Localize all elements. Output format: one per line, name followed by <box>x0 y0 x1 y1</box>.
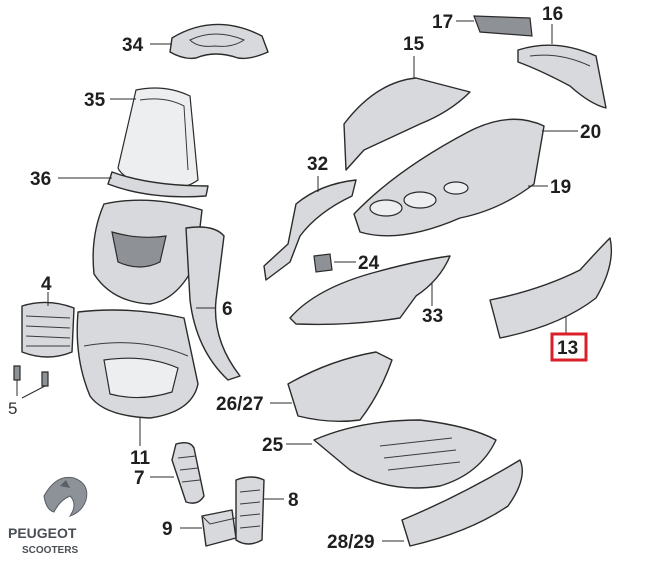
part-8-vent[interactable] <box>235 476 265 545</box>
part-13-rear-cover[interactable] <box>489 237 613 339</box>
label-9: 9 <box>162 519 173 540</box>
front-upper-panel[interactable] <box>92 199 203 305</box>
label-35: 35 <box>84 90 106 111</box>
label-15: 15 <box>403 34 425 55</box>
part-9-box[interactable] <box>201 509 237 547</box>
label-13: 13 <box>557 338 578 359</box>
label-11: 11 <box>130 448 151 469</box>
label-34: 34 <box>122 35 144 56</box>
label-32: 32 <box>307 154 328 175</box>
label-24: 24 <box>358 253 380 274</box>
label-33: 33 <box>422 306 443 327</box>
part-11-front-shield[interactable] <box>76 309 199 419</box>
label-20: 20 <box>580 122 601 143</box>
part-15-floor-tray[interactable] <box>343 77 471 171</box>
part-34-instrument-cover[interactable] <box>169 23 269 60</box>
part-26-27-inner-panel[interactable] <box>287 351 393 423</box>
lion-icon <box>43 476 88 517</box>
label-17: 17 <box>432 12 453 33</box>
part-6-leg-shield[interactable] <box>185 226 241 381</box>
label-19: 19 <box>550 177 571 198</box>
part-24-clip[interactable] <box>313 253 333 273</box>
part-28-29-lower-skirt[interactable] <box>401 459 523 547</box>
leader-5b <box>21 385 46 399</box>
brand-sub: SCOOTERS <box>22 545 78 556</box>
part-33-lower-cover[interactable] <box>289 255 451 326</box>
part-35-windscreen[interactable] <box>117 87 199 190</box>
part-16-rear-handle[interactable] <box>517 44 607 109</box>
part-5-screws[interactable] <box>13 365 49 387</box>
part-7-reflector[interactable] <box>171 441 205 504</box>
part-25-floor-board[interactable] <box>313 419 497 489</box>
label-16: 16 <box>542 4 563 25</box>
part-17-plate[interactable] <box>473 15 533 37</box>
label-4: 4 <box>41 274 52 295</box>
highlight-box-13 <box>550 332 588 362</box>
label-7: 7 <box>134 468 145 489</box>
label-5: 5 <box>8 399 17 418</box>
label-28-29: 28/29 <box>327 532 375 553</box>
label-25: 25 <box>262 435 284 456</box>
brand-logo: PEUGEOT SCOOTERS <box>8 476 88 556</box>
label-36: 36 <box>30 169 51 190</box>
part-36-screen-bracket[interactable] <box>107 171 209 198</box>
label-6: 6 <box>222 299 233 320</box>
label-26-27: 26/27 <box>216 394 264 415</box>
label-8: 8 <box>288 490 299 511</box>
part-19-storage-bin[interactable] <box>353 118 545 237</box>
part-32-side-panel[interactable] <box>263 179 357 281</box>
part-4-grille[interactable] <box>21 301 75 358</box>
brand-name: PEUGEOT <box>8 525 77 541</box>
